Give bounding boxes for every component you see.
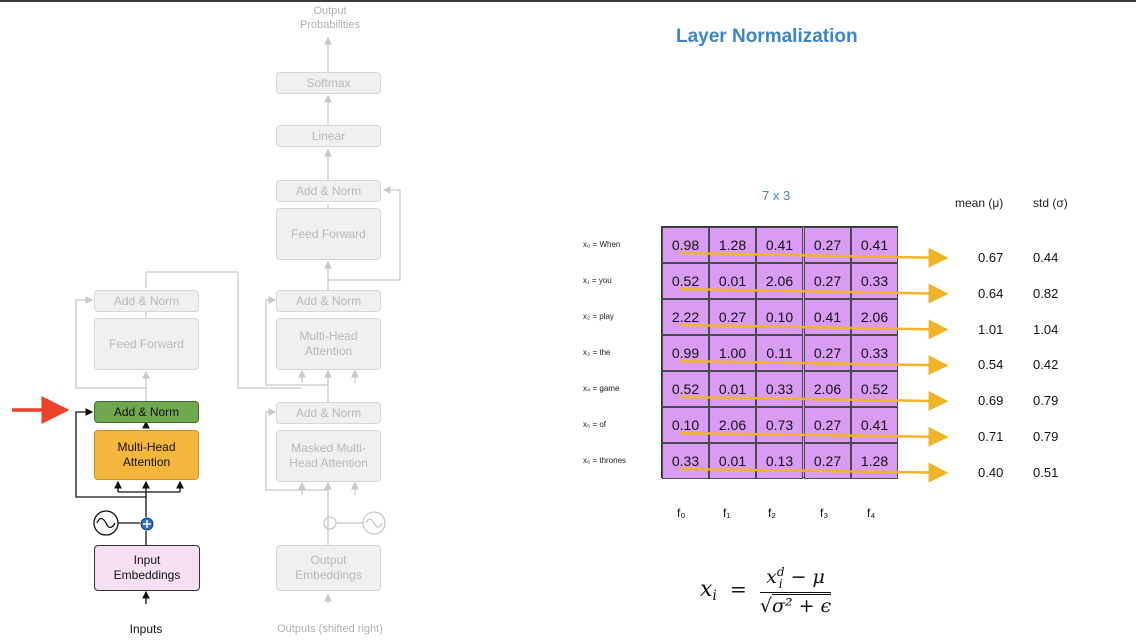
matrix-cell: 0.41 <box>851 407 898 443</box>
matrix-cell: 0.99 <box>662 335 709 371</box>
matrix-cell: 2.06 <box>709 407 756 443</box>
matrix-cell: 0.10 <box>662 407 709 443</box>
matrix-cell: 0.41 <box>756 227 803 263</box>
row-mean-value: 0.40 <box>978 464 1004 480</box>
decoder-add-norm-top: Add & Norm <box>276 180 381 202</box>
formula-lhs-sub: i <box>712 588 717 605</box>
matrix-cell: 0.27 <box>804 263 851 299</box>
masked-multi-head-attention-block: Masked Multi- Head Attention <box>276 430 381 482</box>
matrix-cell: 2.06 <box>851 299 898 335</box>
matrix-cell: 1.28 <box>709 227 756 263</box>
matrix-cell: 0.01 <box>709 371 756 407</box>
matrix-cell: 0.33 <box>851 263 898 299</box>
feature-label: f₃ <box>820 506 829 520</box>
matrix-cell: 0.01 <box>709 443 756 479</box>
row-mean-value: 1.01 <box>978 321 1004 337</box>
encoder-feed-forward-block: Feed Forward <box>94 318 199 370</box>
row-mean-value: 0.71 <box>978 429 1004 444</box>
token-row-label: x₄ = game <box>583 384 620 393</box>
row-mean-value: 0.64 <box>978 285 1004 301</box>
matrix-cell: 0.11 <box>756 335 803 371</box>
matrix-cell: 0.73 <box>756 407 803 443</box>
matrix-cell: 0.52 <box>662 371 709 407</box>
row-std-value: 0.44 <box>1033 250 1059 265</box>
encoder-add-norm-top: Add & Norm <box>94 290 199 312</box>
matrix-cell: 2.22 <box>662 299 709 335</box>
formula-num-x: x <box>766 566 777 588</box>
row-mean-value: 0.69 <box>978 393 1004 409</box>
matrix-cell: 0.52 <box>851 371 898 407</box>
matrix-cell: 1.28 <box>851 443 898 479</box>
matrix-cell: 0.52 <box>662 263 709 299</box>
formula-num-rest: − μ <box>790 566 825 588</box>
encoder-add-norm-highlighted: Add & Norm <box>94 401 199 423</box>
token-row-label: x₆ = thrones <box>583 456 627 465</box>
matrix-dimension-label: 7 x 3 <box>762 188 791 203</box>
row-std-value: 0.79 <box>1033 429 1059 444</box>
input-embeddings-block: Input Embeddings <box>94 545 200 591</box>
softmax-block: Softmax <box>276 72 381 94</box>
matrix-cell: 0.33 <box>756 371 803 407</box>
token-row-label: x₃ = the <box>583 348 611 357</box>
row-mean-value: 0.67 <box>978 250 1004 265</box>
matrix-cell: 0.01 <box>709 263 756 299</box>
mean-header: mean (μ) <box>955 196 1004 210</box>
token-row-label: x₂ = play <box>583 312 614 321</box>
matrix-cell: 2.06 <box>804 371 851 407</box>
matrix-cell: 0.33 <box>662 443 709 479</box>
top-border <box>0 0 1136 2</box>
row-std-value: 0.79 <box>1033 393 1059 409</box>
row-std-value: 0.82 <box>1033 285 1059 301</box>
formula-num-sup: d <box>776 565 785 579</box>
decoder-feed-forward-block: Feed Forward <box>276 208 381 260</box>
decoder-add-norm-low: Add & Norm <box>276 402 381 424</box>
matrix-cell: 1.00 <box>709 335 756 371</box>
token-row-label: x₀ = When <box>583 240 621 249</box>
row-mean-value: 0.54 <box>978 357 1004 373</box>
row-std-value: 1.04 <box>1033 321 1059 337</box>
matrix-cell: 0.13 <box>756 443 803 479</box>
matrix-cell: 0.27 <box>804 443 851 479</box>
matrix-cell: 0.41 <box>804 299 851 335</box>
matrix-cell: 2.06 <box>756 263 803 299</box>
feature-label: f₀ <box>677 506 686 520</box>
matrix-cell: 0.10 <box>756 299 803 335</box>
decoder-add-norm-mid: Add & Norm <box>276 290 381 312</box>
formula-denominator: σ² + ϵ <box>771 594 832 617</box>
matrix-cell: 0.33 <box>851 335 898 371</box>
output-embeddings-block: Output Embeddings <box>276 545 381 591</box>
layer-normalization-title: Layer Normalization <box>676 26 858 47</box>
row-std-value: 0.42 <box>1033 357 1059 373</box>
row-std-value: 0.51 <box>1033 464 1059 480</box>
encoder-multi-head-attention-block: Multi-Head Attention <box>94 430 199 480</box>
token-row-label: x₅ = of <box>583 420 607 429</box>
linear-block: Linear <box>276 125 381 147</box>
feature-label: f₂ <box>768 506 776 520</box>
feature-label: f₄ <box>867 506 876 520</box>
matrix-cell: 0.27 <box>804 407 851 443</box>
matrix-cell: 0.27 <box>709 299 756 335</box>
formula-lhs: x <box>700 577 713 602</box>
outputs-shifted-right-label: Outputs (shifted right) <box>277 623 383 635</box>
output-probabilities-label: Output Probabilities <box>300 5 360 32</box>
formula-num-sub: i <box>778 577 783 591</box>
std-header: std (σ) <box>1033 196 1068 210</box>
matrix-cell: 0.98 <box>662 227 709 263</box>
token-row-label: x₁ = you <box>583 276 612 285</box>
matrix-cell: 0.27 <box>804 335 851 371</box>
matrix-cell: 0.41 <box>851 227 898 263</box>
decoder-multi-head-attention-block: Multi-Head Attention <box>276 318 381 370</box>
matrix-cell: 0.27 <box>804 227 851 263</box>
inputs-label: Inputs <box>129 622 163 636</box>
feature-label: f₁ <box>723 506 731 520</box>
